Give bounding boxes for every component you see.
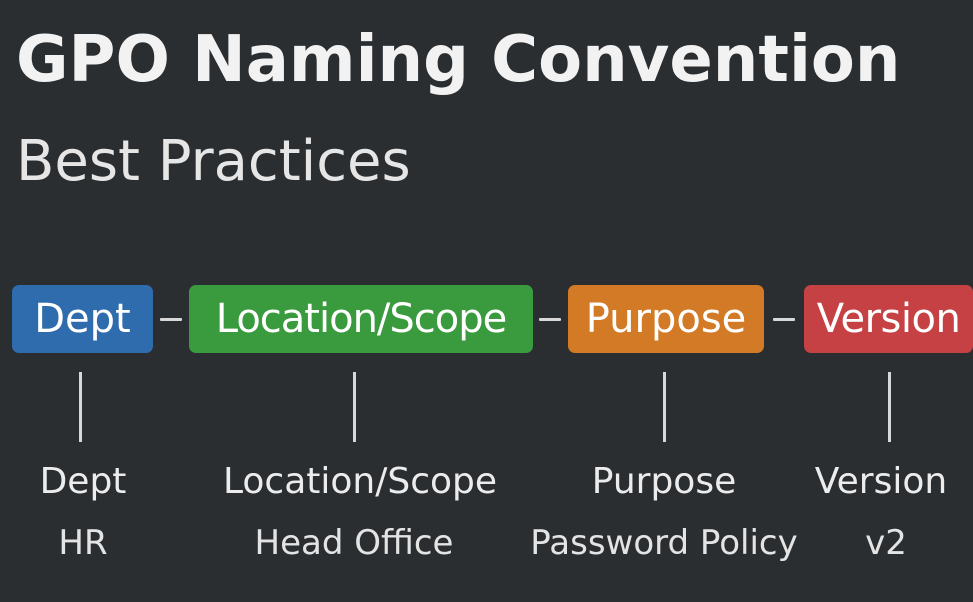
segment-example-version: v2 xyxy=(865,523,907,563)
separator-dash xyxy=(160,318,182,321)
connector-line-dept xyxy=(79,372,82,442)
segment-example-location-scope: Head Office xyxy=(254,523,454,563)
segment-example-purpose: Password Policy xyxy=(530,523,798,563)
separator-dash xyxy=(539,318,561,321)
segment-pill-version: Version xyxy=(804,285,973,353)
segment-pill-dept: Dept xyxy=(12,285,153,353)
segment-caption-dept: Dept xyxy=(39,461,127,502)
connector-line-purpose xyxy=(663,372,666,442)
segment-caption-purpose: Purpose xyxy=(591,461,737,502)
page-subtitle: Best Practices xyxy=(16,129,411,194)
segment-caption-version: Version xyxy=(814,461,948,502)
segment-pill-purpose: Purpose xyxy=(568,285,764,353)
segment-caption-location-scope: Location/Scope xyxy=(222,461,498,502)
connector-line-location-scope xyxy=(353,372,356,442)
connector-line-version xyxy=(888,372,891,442)
segment-example-dept: HR xyxy=(58,523,108,563)
separator-dash xyxy=(773,318,795,321)
page-title: GPO Naming Convention xyxy=(16,23,901,97)
segment-pill-location-scope: Location/Scope xyxy=(189,285,533,353)
